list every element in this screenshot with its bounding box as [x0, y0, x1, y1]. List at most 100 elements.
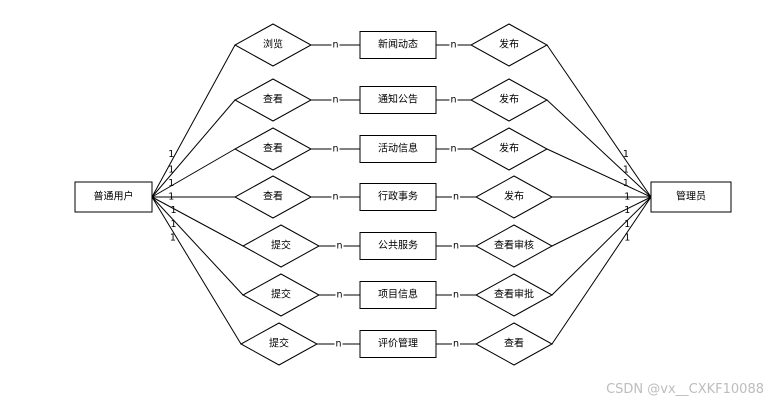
cardinality-labels: 1 n n 1 1 n n 1 1 n n 1 1 n n 1 1 n n 1 1 n n 1 1 n n 1	[168, 39, 630, 350]
cardinality-bg	[331, 191, 340, 203]
cardinality-bg	[449, 143, 458, 155]
relation-label-left-0: 浏览	[263, 38, 283, 51]
entity-label-1: 通知公告	[378, 93, 418, 106]
cardinality-bg	[451, 338, 461, 350]
relation-label-right-4: 查看审核	[494, 239, 534, 252]
relation-diamond-right-1	[469, 78, 549, 122]
cardinality-left-5: 1	[170, 219, 176, 230]
relation-label-right-5: 查看审批	[494, 288, 534, 301]
cardinality-bg	[451, 191, 461, 203]
entity-label-0: 新闻动态	[378, 38, 418, 51]
cardinality-n-left-3: n	[332, 192, 338, 203]
entity-box-left	[74, 181, 153, 213]
cardinality-n-left-1: n	[332, 95, 338, 106]
cardinality-left-0: 1	[168, 149, 174, 160]
cardinality-n-right-5: n	[453, 290, 459, 301]
relation-diamond-right-2	[469, 127, 549, 171]
relation-diamond-left-0	[233, 23, 313, 67]
relation-diamond-right-0	[469, 23, 549, 67]
cardinality-right-1: 1	[623, 164, 629, 175]
entity-label-5: 项目信息	[378, 288, 418, 301]
relation-label-left-1: 查看	[263, 93, 283, 106]
entity-label-right: 管理员	[676, 190, 706, 203]
cardinality-left-1: 1	[168, 164, 174, 175]
relation-label-left-2: 查看	[263, 142, 283, 155]
cardinality-n-right-6: n	[453, 339, 459, 350]
entity-label-3: 行政事务	[378, 190, 418, 203]
cardinality-bg	[451, 289, 461, 301]
cardinality-right-2: 1	[623, 178, 629, 189]
line-left-entity-to-rel-4	[151, 196, 244, 247]
line-right-rel-to-entity-5	[551, 196, 652, 296]
entity-box-right	[650, 181, 732, 213]
cardinality-n-left-0: n	[332, 40, 338, 51]
cardinality-n-left-2: n	[332, 144, 338, 155]
relation-label-left-3: 查看	[263, 190, 283, 203]
cardinality-n-right-4: n	[453, 241, 459, 252]
relation-label-right-1: 发布	[499, 93, 519, 106]
relation-diamond-right-5	[474, 273, 554, 317]
cardinality-bg	[331, 143, 340, 155]
relation-label-right-0: 发布	[499, 38, 519, 51]
cardinality-bg	[449, 94, 458, 106]
line-right-rel-to-entity-0	[546, 44, 652, 198]
watermark: CSDN @vx__CXKF10088	[606, 382, 764, 397]
relation-diamond-right-3	[474, 175, 554, 219]
line-left-entity-to-rel-2	[151, 148, 236, 198]
line-right-rel-to-entity-6	[551, 196, 652, 345]
relation-label-left-5: 提交	[271, 288, 291, 301]
entity-label-2: 活动信息	[378, 142, 418, 155]
entity-box-1	[359, 86, 437, 114]
entity-box-6	[359, 330, 437, 358]
cardinality-left-2: 1	[168, 178, 174, 189]
line-right-rel-to-entity-1	[546, 99, 652, 198]
cardinality-n-right-2: n	[450, 144, 456, 155]
entity-box-2	[359, 135, 437, 163]
relation-diamond-left-3	[233, 175, 313, 219]
entity-label-6: 评价管理	[378, 337, 418, 350]
cardinality-bg	[331, 39, 340, 51]
relation-label-right-6: 查看	[504, 337, 524, 350]
cardinality-n-right-0: n	[450, 40, 456, 51]
cardinality-n-right-1: n	[450, 95, 456, 106]
relation-diamond-right-4	[474, 224, 554, 268]
cardinality-bg	[335, 240, 344, 252]
relation-label-right-2: 发布	[499, 142, 519, 155]
cardinality-right-5: 1	[624, 219, 630, 230]
cardinality-left-3: 1	[168, 192, 174, 203]
relation-diamond-left-1	[233, 78, 313, 122]
relation-diamond-left-6	[239, 322, 319, 366]
diagram-shapes: 普通用户管理员浏览新闻动态发布查看通知公告发布查看活动信息发布查看行政事务发布提…	[74, 23, 732, 366]
cardinality-n-left-5: n	[336, 290, 342, 301]
cardinality-n-left-4: n	[336, 241, 342, 252]
cardinality-bg	[334, 338, 343, 350]
relation-diamond-right-6	[474, 322, 554, 366]
cardinality-right-4: 1	[624, 205, 630, 216]
cardinality-right-3: 1	[624, 192, 630, 203]
relation-label-left-6: 提交	[269, 337, 289, 350]
entity-box-5	[359, 281, 437, 309]
cardinality-bg	[335, 289, 344, 301]
line-right-rel-to-entity-2	[546, 148, 652, 198]
cardinality-bg	[449, 39, 458, 51]
relation-diamond-left-4	[241, 224, 321, 268]
relation-diamond-left-2	[233, 127, 313, 171]
relation-label-left-4: 提交	[271, 239, 291, 252]
entity-box-3	[359, 183, 437, 211]
cardinality-left-4: 1	[170, 205, 176, 216]
cardinality-bg	[331, 94, 340, 106]
cardinality-right-6: 1	[624, 233, 630, 244]
cardinality-n-right-3: n	[453, 192, 459, 203]
relation-diamond-left-5	[241, 273, 321, 317]
line-left-entity-to-rel-5	[151, 196, 244, 296]
entity-label-4: 公共服务	[378, 239, 418, 252]
line-left-entity-to-rel-0	[151, 44, 236, 198]
cardinality-left-6: 1	[170, 233, 176, 244]
cardinality-n-left-6: n	[335, 339, 341, 350]
cardinality-right-0: 1	[623, 149, 629, 160]
entity-box-0	[359, 31, 437, 59]
cardinality-bg	[451, 240, 461, 252]
line-left-entity-to-rel-1	[151, 99, 236, 198]
relation-label-right-3: 发布	[504, 190, 524, 203]
